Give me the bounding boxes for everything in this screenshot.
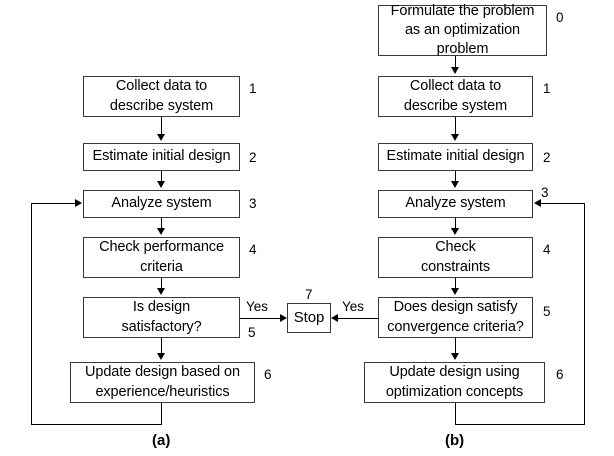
edge-b-feedback-left <box>541 203 585 204</box>
edge-b-5-stop-arrowhead-icon <box>331 314 338 322</box>
node-a-analyze-system-label: Analyze system <box>111 195 212 212</box>
edge-b-1-2 <box>455 117 456 136</box>
node-stop-index: 7 <box>305 287 313 302</box>
edge-a-feedback-down <box>161 403 162 425</box>
node-b-formulate-problem-label: Formulate the problem as an optimization… <box>390 2 535 58</box>
node-a-is-design-satisfactory-index: 5 <box>248 325 256 340</box>
edge-b-feedback-down <box>455 403 456 425</box>
edge-a-feedback-arrowhead-icon <box>75 199 82 207</box>
edge-b-feedback-up <box>584 203 585 425</box>
edge-b-0-1 <box>455 56 456 69</box>
edge-a-4-5 <box>161 278 162 290</box>
node-b-collect-data-index: 1 <box>543 81 551 96</box>
edge-b-1-2-arrowhead-icon <box>451 134 459 141</box>
node-b-convergence-criteria: Does design satisfy convergence criteria… <box>378 297 533 338</box>
node-a-check-performance-criteria-index: 4 <box>249 242 257 257</box>
edge-b-4-5 <box>455 278 456 290</box>
node-a-estimate-initial-design: Estimate initial design <box>83 143 240 171</box>
edge-b-2-3-arrowhead-icon <box>451 181 459 188</box>
caption-panel-a: (a) <box>152 432 171 449</box>
edge-a-1-2-arrowhead-icon <box>157 134 165 141</box>
edge-a-4-5-arrowhead-icon <box>157 288 165 295</box>
node-stop: Stop <box>287 303 331 333</box>
edge-a-5-6 <box>161 338 162 355</box>
node-a-analyze-system: Analyze system <box>83 190 240 218</box>
node-a-estimate-initial-design-index: 2 <box>249 150 257 165</box>
node-a-check-performance-criteria: Check performance criteria <box>83 237 240 278</box>
node-a-check-performance-criteria-label: Check performance criteria <box>99 239 224 275</box>
edge-b-feedback-arrowhead-icon <box>534 199 541 207</box>
node-a-estimate-initial-design-label: Estimate initial design <box>92 148 231 165</box>
edge-a-5-stop-arrowhead-icon <box>280 314 287 322</box>
node-a-collect-data-label: Collect data to describe system <box>109 78 214 114</box>
edge-a-3-4-arrowhead-icon <box>157 228 165 235</box>
node-a-is-design-satisfactory-label: Is design satisfactory? <box>121 299 202 335</box>
node-a-is-design-satisfactory: Is design satisfactory? <box>83 297 240 338</box>
edge-a-feedback-up <box>31 203 32 425</box>
edge-a-2-3 <box>161 171 162 183</box>
edge-b-5-6-arrowhead-icon <box>451 353 459 360</box>
edge-a-5-stop <box>240 318 282 319</box>
node-b-estimate-initial-design-index: 2 <box>543 150 551 165</box>
node-b-update-design-label: Update design using optimization concept… <box>385 364 524 400</box>
node-b-analyze-system-index: 3 <box>541 185 549 200</box>
edge-b-3-4-arrowhead-icon <box>451 228 459 235</box>
edge-b-2-3 <box>455 171 456 183</box>
node-b-estimate-initial-design-label: Estimate initial design <box>386 148 525 165</box>
edge-b-4-5-arrowhead-icon <box>451 288 459 295</box>
node-b-check-constraints: Check constraints <box>378 237 533 278</box>
node-b-estimate-initial-design: Estimate initial design <box>378 143 533 171</box>
node-a-collect-data: Collect data to describe system <box>83 76 240 117</box>
edge-a-feedback-right <box>31 203 76 204</box>
node-b-formulate-problem-index: 0 <box>556 10 564 25</box>
node-b-formulate-problem: Formulate the problem as an optimization… <box>378 2 547 58</box>
edge-a-1-2 <box>161 117 162 136</box>
edge-a-yes-label: Yes <box>246 299 269 314</box>
node-b-update-design: Update design using optimization concept… <box>364 362 545 403</box>
edge-a-5-6-arrowhead-icon <box>157 353 165 360</box>
node-b-collect-data-label: Collect data to describe system <box>403 78 508 114</box>
edge-a-feedback-left <box>31 424 162 425</box>
node-b-collect-data: Collect data to describe system <box>378 76 533 117</box>
node-a-update-design-label: Update design based on experience/heuris… <box>84 364 240 400</box>
node-b-update-design-index: 6 <box>556 367 564 382</box>
edge-b-0-1-arrowhead-icon <box>451 67 459 74</box>
edge-b-feedback-right <box>455 424 585 425</box>
edge-b-5-stop <box>338 318 379 319</box>
node-a-update-design: Update design based on experience/heuris… <box>70 362 255 403</box>
edge-b-yes-label: Yes <box>342 299 365 314</box>
edge-b-3-4 <box>455 218 456 230</box>
node-a-update-design-index: 6 <box>264 367 272 382</box>
node-b-analyze-system-label: Analyze system <box>405 195 506 212</box>
edge-a-3-4 <box>161 218 162 230</box>
node-a-analyze-system-index: 3 <box>249 196 257 211</box>
node-b-check-constraints-label: Check constraints <box>420 239 490 275</box>
node-stop-label: Stop <box>293 309 325 327</box>
edge-a-2-3-arrowhead-icon <box>157 181 165 188</box>
node-b-check-constraints-index: 4 <box>543 242 551 257</box>
caption-panel-b: (b) <box>445 432 465 449</box>
edge-b-5-6 <box>455 338 456 355</box>
node-b-convergence-criteria-label: Does design satisfy convergence criteria… <box>387 299 524 335</box>
node-a-collect-data-index: 1 <box>249 81 257 96</box>
node-b-analyze-system: Analyze system <box>378 190 533 218</box>
node-b-convergence-criteria-index: 5 <box>543 304 551 319</box>
